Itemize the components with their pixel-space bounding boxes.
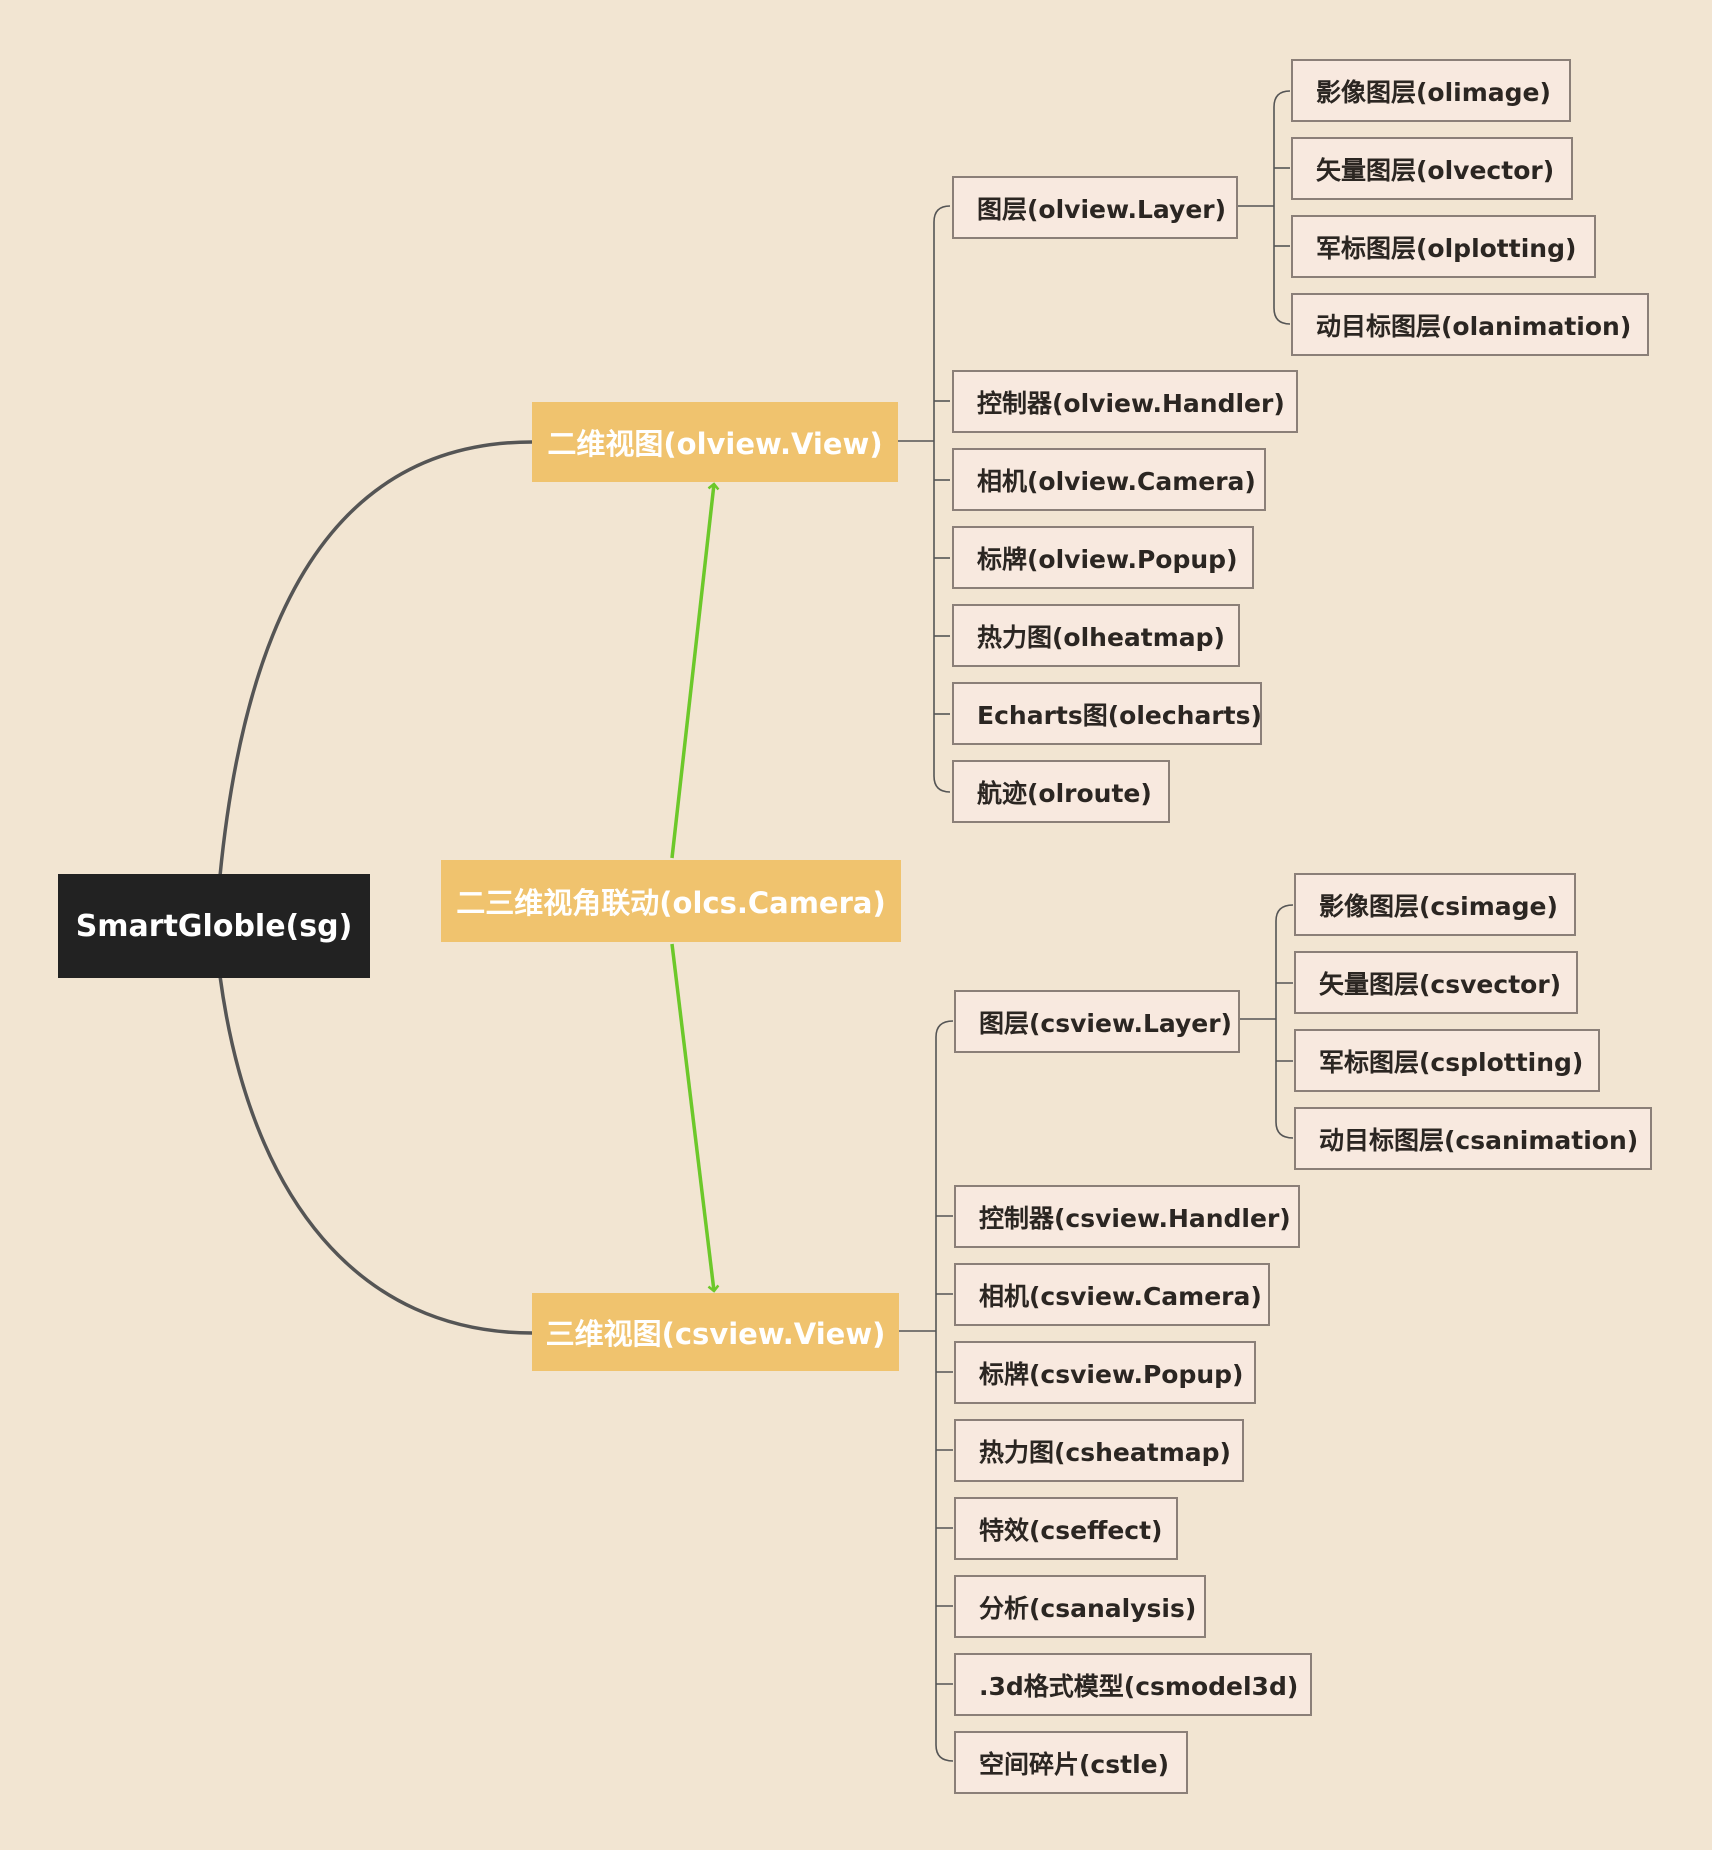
olview-camera-node[interactable]: 相机(olview.Camera) bbox=[952, 448, 1266, 511]
csview-handler-node[interactable]: 控制器(csview.Handler) bbox=[954, 1185, 1300, 1248]
sync-arrow-up bbox=[670, 482, 720, 859]
olecharts-node[interactable]: Echarts图(olecharts) bbox=[952, 682, 1262, 745]
csplotting-node[interactable]: 军标图层(csplotting) bbox=[1294, 1029, 1600, 1092]
olview-handler-node[interactable]: 控制器(olview.Handler) bbox=[952, 370, 1298, 433]
view-2d-node[interactable]: 二维视图(olview.View) bbox=[532, 402, 898, 482]
sync-camera-node[interactable]: 二三维视角联动(olcs.Camera) bbox=[441, 860, 901, 942]
olview-popup-node[interactable]: 标牌(olview.Popup) bbox=[952, 526, 1254, 589]
olplotting-node[interactable]: 军标图层(olplotting) bbox=[1291, 215, 1596, 278]
olvector-node[interactable]: 矢量图层(olvector) bbox=[1291, 137, 1573, 200]
root-to-2d-connector bbox=[218, 440, 533, 877]
csmodel3d-node[interactable]: .3d格式模型(csmodel3d) bbox=[954, 1653, 1312, 1716]
olroute-node[interactable]: 航迹(olroute) bbox=[952, 760, 1170, 823]
root-node[interactable]: SmartGloble(sg) bbox=[58, 874, 370, 978]
csview-popup-node[interactable]: 标牌(csview.Popup) bbox=[954, 1341, 1256, 1404]
cstle-node[interactable]: 空间碎片(cstle) bbox=[954, 1731, 1188, 1794]
csheatmap-node[interactable]: 热力图(csheatmap) bbox=[954, 1419, 1244, 1482]
csimage-node[interactable]: 影像图层(csimage) bbox=[1294, 873, 1576, 936]
olheatmap-node[interactable]: 热力图(olheatmap) bbox=[952, 604, 1240, 667]
csview-layer-node[interactable]: 图层(csview.Layer) bbox=[954, 990, 1240, 1053]
csview-camera-node[interactable]: 相机(csview.Camera) bbox=[954, 1263, 1270, 1326]
csvector-node[interactable]: 矢量图层(csvector) bbox=[1294, 951, 1578, 1014]
view-3d-node[interactable]: 三维视图(csview.View) bbox=[532, 1293, 899, 1371]
csanimation-node[interactable]: 动目标图层(csanimation) bbox=[1294, 1107, 1652, 1170]
olview-layer-node[interactable]: 图层(olview.Layer) bbox=[952, 176, 1238, 239]
sync-arrow-down bbox=[670, 943, 720, 1293]
cseffect-node[interactable]: 特效(cseffect) bbox=[954, 1497, 1178, 1560]
olimage-node[interactable]: 影像图层(olimage) bbox=[1291, 59, 1571, 122]
csanalysis-node[interactable]: 分析(csanalysis) bbox=[954, 1575, 1206, 1638]
olanimation-node[interactable]: 动目标图层(olanimation) bbox=[1291, 293, 1649, 356]
root-to-3d-connector bbox=[218, 975, 533, 1335]
